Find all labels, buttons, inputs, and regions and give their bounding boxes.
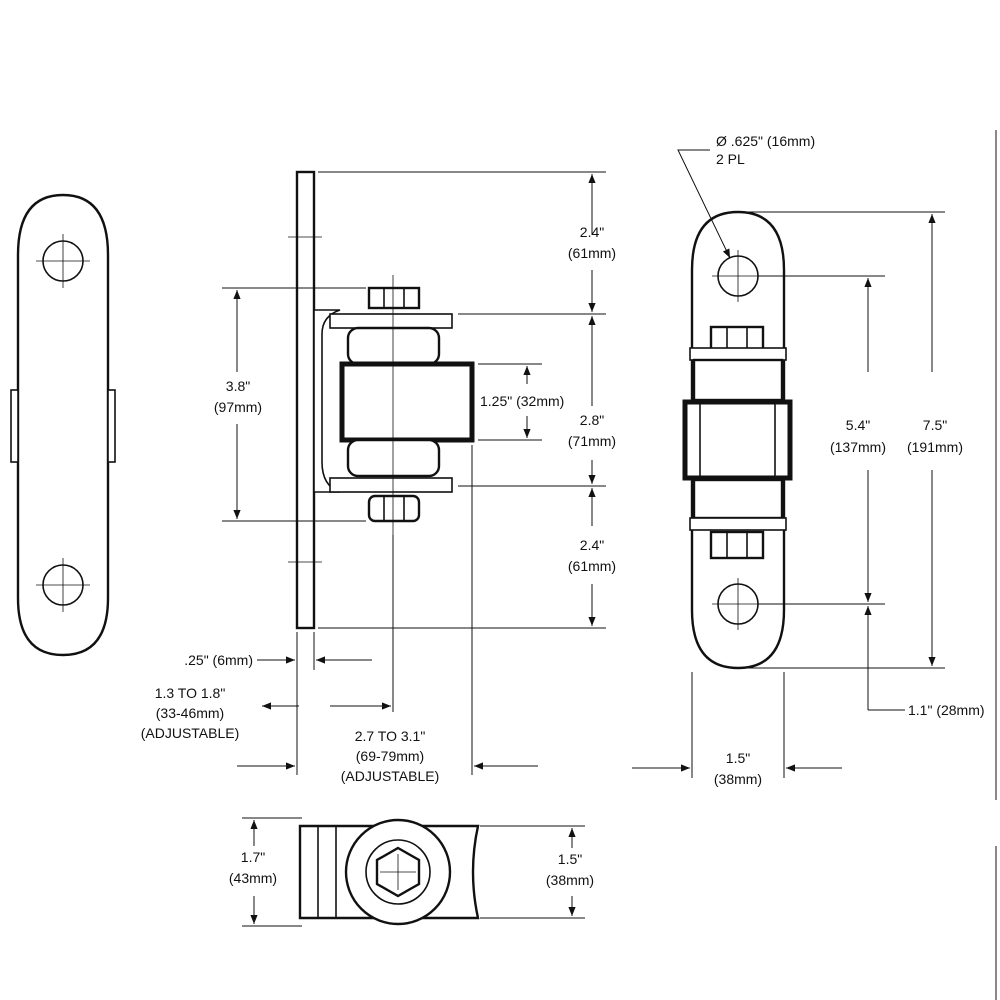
width-mm-label: (38mm) [714,771,762,787]
length-mm-label: (191mm) [907,439,963,455]
top-width-mm-label: (38mm) [546,872,594,888]
top-gap-mm-label: (61mm) [568,245,616,261]
top-height-in-label: 1.7" [241,849,265,865]
dimension-labels: Ø .625" (16mm) 2 PL 2.4" (61mm) 3.8" (97… [141,133,985,888]
width-in-label: 1.5" [726,750,750,766]
top-view [298,818,480,926]
hole-diameter-label: Ø .625" (16mm) [716,133,815,149]
bottom-gap-mm-label: (61mm) [568,558,616,574]
overall-in-label: 3.8" [226,378,250,394]
plate-thickness-label: .25" (6mm) [184,652,253,668]
edge-distance-label: 1.1" (28mm) [908,702,985,718]
side-view [288,170,475,630]
reach-note-label: (ADJUSTABLE) [341,768,440,784]
offset-note-label: (ADJUSTABLE) [141,725,240,741]
length-in-label: 7.5" [923,417,947,433]
left-plate-view [10,193,116,657]
offset-mm-label: (33-46mm) [156,705,224,721]
bottom-gap-in-label: 2.4" [580,537,604,553]
front-view [682,210,793,670]
span-in-label: 2.8" [580,412,604,428]
barrel-label: 1.25" (32mm) [480,393,564,409]
overall-mm-label: (97mm) [214,399,262,415]
top-height-mm-label: (43mm) [229,870,277,886]
hole-span-in-label: 5.4" [846,417,870,433]
hole-count-label: 2 PL [716,151,745,167]
hole-span-mm-label: (137mm) [830,439,886,455]
dimension-lines [222,130,997,1000]
span-mm-label: (71mm) [568,433,616,449]
reach-in-label: 2.7 TO 3.1" [355,728,426,744]
top-gap-in-label: 2.4" [580,224,604,240]
offset-in-label: 1.3 TO 1.8" [155,685,226,701]
top-width-in-label: 1.5" [558,851,582,867]
reach-mm-label: (69-79mm) [356,748,424,764]
